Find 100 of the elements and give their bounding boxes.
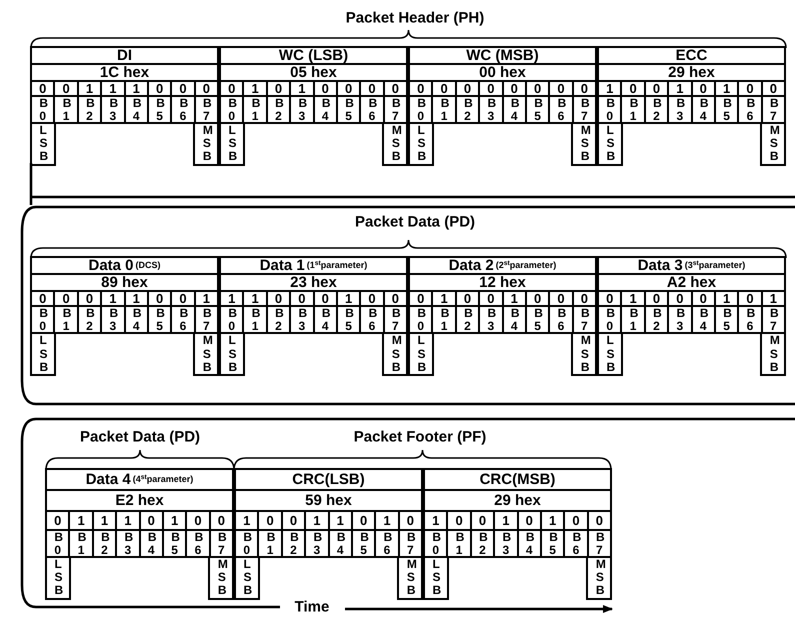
- bit-index-cell-text: B7: [580, 307, 591, 332]
- bit-index-cell-text: B7: [390, 97, 402, 122]
- bit-cell: 0: [480, 292, 504, 306]
- bit-cell-text: 0: [202, 82, 211, 95]
- bit-cell: 0: [221, 82, 244, 95]
- bit-cell: 0: [669, 292, 692, 306]
- bit-index-cell: B5: [148, 97, 172, 122]
- hex-value-cell: 1C hex: [32, 65, 217, 82]
- lsb-marker-cell: LSB: [408, 334, 434, 376]
- bit-cell: 0: [32, 292, 56, 306]
- msb-marker-cell: MSB: [586, 558, 612, 600]
- bit-cell: 1: [622, 292, 646, 306]
- bit-index-cell-text: B7: [202, 307, 213, 332]
- hex-value-cell: 12 hex: [410, 275, 595, 292]
- bit-index-cell: B3: [669, 307, 692, 332]
- field-name-cell: CRC(LSB): [236, 470, 421, 491]
- bit-cell: 0: [55, 82, 79, 95]
- bit-cell: 0: [338, 82, 362, 95]
- bit-cell: 0: [739, 292, 763, 306]
- bit-cell: 0: [148, 82, 172, 95]
- bit-index-cell: B1: [70, 531, 94, 556]
- lsb-marker-cell: LSB: [597, 124, 623, 166]
- bit-index-cell: B0: [221, 307, 244, 332]
- group-heading: Packet Header (PH): [346, 10, 484, 26]
- bit-cell-text: 0: [406, 512, 415, 529]
- bit-index-cell: B0: [599, 307, 622, 332]
- bit-cell: 0: [361, 82, 385, 95]
- bit-index-cell: B6: [550, 307, 574, 332]
- bit-index-cell: B0: [32, 307, 56, 332]
- lsb-marker-cell: LSB: [408, 124, 434, 166]
- bit-index-cell: B4: [330, 531, 353, 556]
- bit-cell: 0: [172, 82, 196, 95]
- bit-index-cell-text: B7: [768, 307, 780, 332]
- bit-index-cell: B5: [716, 97, 740, 122]
- bit-cell: 0: [526, 82, 550, 95]
- bit-cell: 0: [259, 512, 283, 529]
- lsb-marker-cell: LSB: [234, 558, 260, 600]
- bit-cell: 1: [306, 512, 330, 529]
- bit-cell: 1: [126, 292, 149, 306]
- byte-field: [30, 46, 219, 163]
- bit-cell: 1: [542, 512, 566, 529]
- bit-index-cell: B4: [692, 307, 716, 332]
- bit-cell: 1: [433, 292, 457, 306]
- bit-index-cell: B2: [94, 531, 118, 556]
- bit-cell-text: 0: [216, 512, 226, 529]
- bit-index-cell: B6: [565, 531, 589, 556]
- bit-cell: 1: [330, 512, 353, 529]
- bit-index-cell: B4: [314, 307, 338, 332]
- bit-index-cell: B2: [456, 307, 480, 332]
- bit-index-cell: B3: [480, 97, 504, 122]
- bit-index-cell: B0: [47, 531, 70, 556]
- bit-index-cell: B0: [221, 97, 244, 122]
- bit-cell: 0: [352, 512, 376, 529]
- hex-value-cell: 89 hex: [32, 275, 217, 292]
- bit-cell: 0: [410, 292, 434, 306]
- bit-index-cell: B5: [716, 307, 740, 332]
- bit-index-cell: B6: [739, 97, 763, 122]
- field-name-cell: WC (MSB): [410, 48, 595, 65]
- bit-cell: 1: [236, 512, 260, 529]
- bit-cell: 1: [221, 292, 244, 306]
- lsb-marker-cell: LSB: [219, 334, 245, 376]
- bit-index-cell: B1: [433, 307, 457, 332]
- bit-cell: 0: [187, 512, 211, 529]
- bit-index-cell: B5: [338, 307, 362, 332]
- bit-cell: 0: [148, 292, 172, 306]
- bit-cell: 1: [102, 292, 126, 306]
- bit-index-cell: B4: [518, 531, 542, 556]
- byte-field: [45, 468, 234, 600]
- bit-cell: 0: [622, 82, 646, 95]
- bit-index-cell: B6: [172, 307, 196, 332]
- bit-cell-text: 0: [580, 82, 589, 95]
- group-heading: Packet Data (PD): [80, 430, 200, 444]
- bit-index-cell: B0: [236, 531, 260, 556]
- byte-field: [423, 468, 612, 600]
- lsb-marker-cell: LSB: [219, 124, 245, 166]
- bit-cell-text: 1: [202, 292, 211, 306]
- bit-cell: 0: [32, 82, 56, 95]
- bit-index-cell: B1: [622, 307, 646, 332]
- bit-cell: 1: [599, 82, 622, 95]
- bit-index-cell: B2: [646, 97, 670, 122]
- lsb-marker-cell: LSB: [30, 334, 56, 376]
- bit-index-cell: B4: [504, 97, 527, 122]
- bit-index-cell-text: B7: [594, 531, 606, 556]
- bit-index-cell: B6: [187, 531, 211, 556]
- msb-marker-cell: MSB: [397, 558, 423, 600]
- bit-index-cell: B3: [117, 531, 140, 556]
- bit-cell: 0: [448, 512, 472, 529]
- bit-cell: 1: [78, 82, 102, 95]
- bit-index-cell: B0: [410, 97, 434, 122]
- bit-index-cell: B0: [425, 531, 448, 556]
- lsb-marker-cell: LSB: [30, 124, 56, 166]
- bit-cell: 0: [526, 292, 550, 306]
- byte-field: [597, 46, 786, 163]
- msb-marker-cell: MSB: [382, 334, 408, 376]
- bit-cell: 0: [172, 292, 196, 306]
- bit-cell: 1: [94, 512, 118, 529]
- field-name-cell: CRC(MSB): [425, 470, 610, 491]
- hex-value-cell: 29 hex: [599, 65, 784, 82]
- bit-index-cell-text: B7: [406, 531, 417, 556]
- bit-cell: 0: [78, 292, 102, 306]
